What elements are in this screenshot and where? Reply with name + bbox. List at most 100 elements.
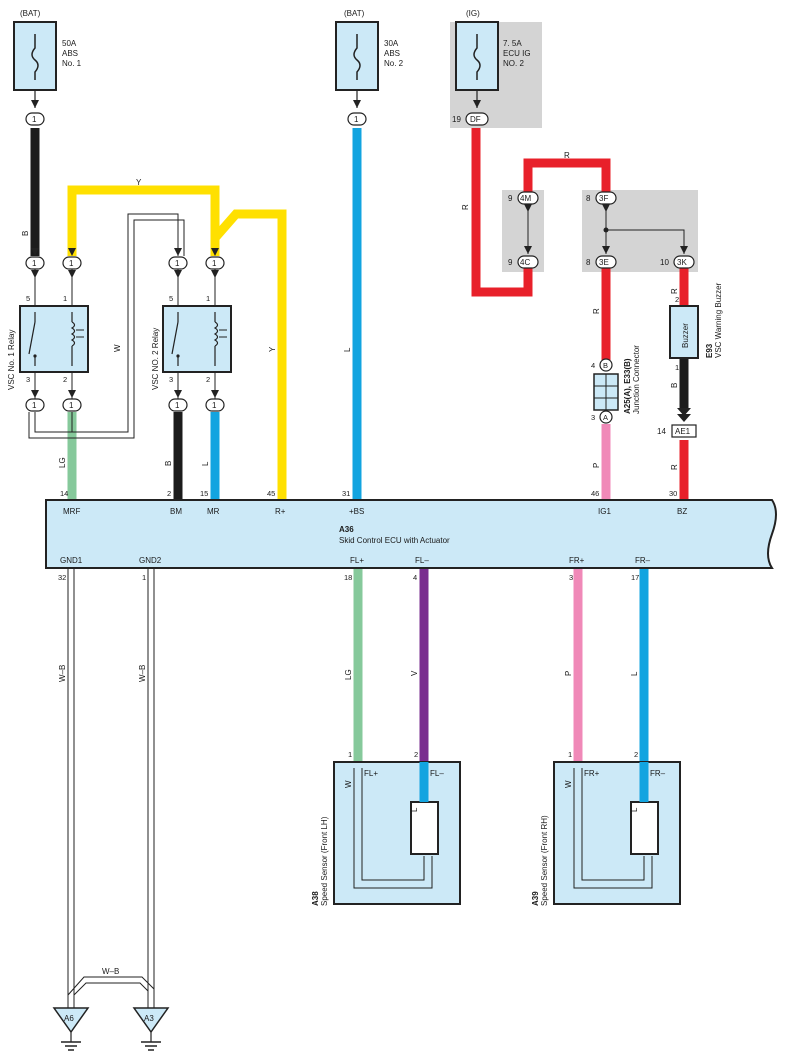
rh-lbl-w: W <box>564 780 573 788</box>
lbl-b-bm: B <box>164 461 173 466</box>
jc-num-3k: 10 <box>660 258 669 267</box>
lbl-r-5: R <box>670 464 679 470</box>
lbl-l-fr: L <box>630 671 639 676</box>
lbl-y-1: Y <box>136 178 142 187</box>
ecu-pin-15: 15 <box>200 489 208 498</box>
pin-r1-5: 1 <box>32 259 37 268</box>
jcon-pin-a: A <box>603 413 608 422</box>
ground-a3: A3 <box>132 1007 170 1051</box>
fuse-abs1: (BAT) 50A ABS No. 1 <box>13 9 82 108</box>
lh-lbl-w: W <box>344 780 353 788</box>
buzzer-pin-bot: 1 <box>675 363 679 372</box>
lh-code: A38 <box>311 891 320 906</box>
jc-num-3e: 8 <box>586 258 591 267</box>
ecu-pin-30: 30 <box>669 489 677 498</box>
speed-sensor-rh: 1 2 FR+ FR– W L A39 Speed Sensor (Front … <box>531 750 681 906</box>
lbl-r-4: R <box>670 288 679 294</box>
fuse-ecu-ig: (IG) 7. 5A ECU IG NO. 2 <box>455 9 531 108</box>
buzzer-connector-no: 14 <box>657 427 666 436</box>
lh-plus: FL+ <box>364 769 378 778</box>
ecu-term-mr: MR <box>207 507 220 516</box>
ecu-pin-4: 4 <box>413 573 417 582</box>
lbl-r-1: R <box>461 204 470 210</box>
ecu-pin-45: 45 <box>267 489 275 498</box>
fuse-ecuig-name: ECU IG <box>503 49 531 58</box>
pin-ecuig-no: 19 <box>452 115 461 124</box>
lbl-wb-1: W–B <box>58 665 67 682</box>
relay-top-pins: 1 1 1 1 <box>25 256 225 270</box>
relay1-name: VSC No. 1 Relay <box>7 330 16 390</box>
speed-sensor-lh: 1 2 FL+ FL– W L A38 Speed Sensor (Front … <box>311 750 461 906</box>
lh-lbl-l: L <box>410 807 419 812</box>
ground-a6-label: A6 <box>64 1014 74 1023</box>
wire-y-r-plus <box>211 209 287 500</box>
lbl-r-3: R <box>592 308 601 314</box>
relay2-t1: 1 <box>206 294 210 303</box>
wire-w-relay <box>28 213 185 439</box>
ecu-pin-46: 46 <box>591 489 599 498</box>
jc-pin-3f: 3F <box>599 194 608 203</box>
lbl-b-1: B <box>21 231 30 236</box>
jc-pin-4c: 4C <box>520 258 530 267</box>
relay-arrows <box>31 248 219 398</box>
jc-pins: 4M 9 4C 9 3F 8 3E 8 3K 10 <box>508 191 695 269</box>
lbl-l-mr: L <box>201 461 210 466</box>
lbl-y-2: Y <box>268 346 277 352</box>
rh-code: A39 <box>531 891 540 906</box>
jc-pin-3k: 3K <box>677 258 687 267</box>
ecu-term-frminus: FR– <box>635 556 651 565</box>
rh-minus: FR– <box>650 769 666 778</box>
ecu-term-bz: BZ <box>677 507 687 516</box>
buzzer-name: VSC Warning Buzzer <box>714 282 723 358</box>
fuse-abs1-name: ABS <box>62 49 78 58</box>
ecu-term-bm: BM <box>170 507 182 516</box>
pin-abs2-out: 1 <box>354 115 359 124</box>
rh-pin1: 1 <box>568 750 572 759</box>
fuse-arrows <box>31 100 481 108</box>
lbl-w: W <box>113 344 122 352</box>
fuse-ecuig-no: NO. 2 <box>503 59 524 68</box>
pin-r1-1: 1 <box>69 259 74 268</box>
ecu-pin-17: 17 <box>631 573 639 582</box>
relay1-t1: 1 <box>63 294 67 303</box>
jc-pin-3e: 3E <box>599 258 609 267</box>
ecu-pin-1: 1 <box>142 573 146 582</box>
lbl-p-ig1: P <box>592 463 601 468</box>
ecu-pin-32: 32 <box>58 573 66 582</box>
relay1-t2: 2 <box>63 375 67 384</box>
jcon-name: Junction Connector <box>632 345 641 414</box>
lbl-lg-fl: LG <box>344 669 353 680</box>
fuse-abs1-no: No. 1 <box>62 59 82 68</box>
fuse-abs2-amp: 30A <box>384 39 399 48</box>
ecu-pin-18: 18 <box>344 573 352 582</box>
ecu-term-gnd1: GND1 <box>60 556 83 565</box>
pin-r1-2: 1 <box>69 401 74 410</box>
pin-r1-3: 1 <box>32 401 37 410</box>
ecu-term-flminus: FL– <box>415 556 429 565</box>
lbl-wb-3: W–B <box>102 967 119 976</box>
relay-bottom-pins: 1 1 1 1 <box>25 398 225 412</box>
junction-connector: B 4 A 3 A25(A), E33(B) Junction Connecto… <box>591 345 641 424</box>
lbl-b-buzzer: B <box>670 383 679 388</box>
fuse-pins: 1 1 DF 19 <box>25 112 489 126</box>
pin-abs1-out: 1 <box>32 115 37 124</box>
fuse-ecuig-amp: 7. 5A <box>503 39 522 48</box>
lh-minus: FL– <box>430 769 444 778</box>
relay2-t2: 2 <box>206 375 210 384</box>
buzzer: Buzzer 2 1 E93 VSC Warning Buzzer AE1 14 <box>657 282 723 438</box>
jcon-pin-b: B <box>603 361 608 370</box>
pin-r2-2: 1 <box>212 401 217 410</box>
fuse-abs2: (BAT) 30A ABS No. 2 <box>335 9 404 108</box>
pin-r2-3: 1 <box>175 401 180 410</box>
ecu-term-flplus: FL+ <box>350 556 364 565</box>
fuse-abs2-no: No. 2 <box>384 59 404 68</box>
wire-y-relay-power <box>67 185 220 256</box>
ecu-code: A36 <box>339 525 354 534</box>
lh-pin1: 1 <box>348 750 352 759</box>
jc-arrows <box>524 204 688 254</box>
rh-pin2: 2 <box>634 750 638 759</box>
ecu-term-ig1: IG1 <box>598 507 611 516</box>
buzzer-label: Buzzer <box>681 323 690 348</box>
ecu-term-bs: +BS <box>349 507 364 516</box>
